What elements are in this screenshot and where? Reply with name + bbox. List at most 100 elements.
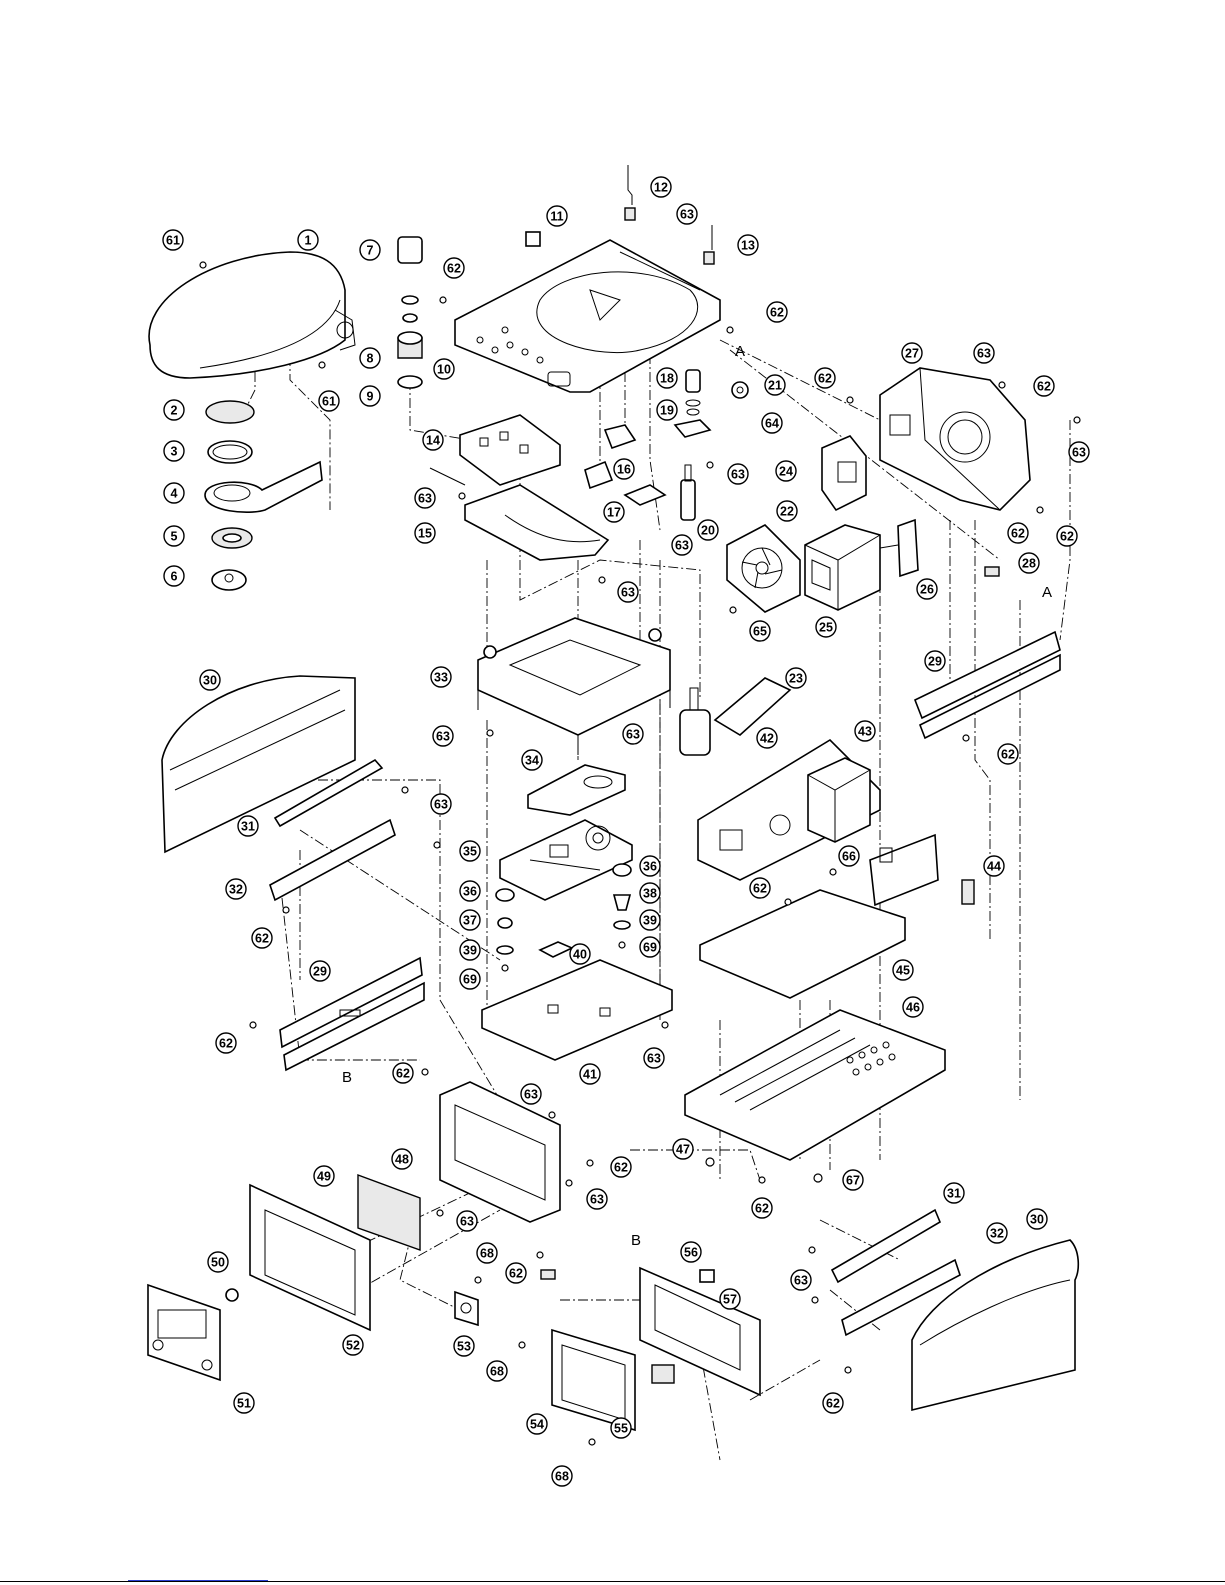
callout-number: 18 (660, 372, 674, 386)
callout-circle (459, 939, 481, 961)
top-panel-part-10 (454, 239, 721, 393)
callout-c4: 4 (163, 482, 185, 504)
callout-c69a: 69 (459, 968, 481, 990)
callout-circle (822, 1392, 844, 1414)
callout-c63l: 63 (520, 1083, 542, 1105)
callout-c46: 46 (902, 996, 924, 1018)
callout-c63f: 63 (671, 534, 693, 556)
callout-c19: 19 (656, 399, 678, 421)
callout-number: 38 (643, 887, 657, 901)
callout-number: 62 (1037, 380, 1051, 394)
clamp-part-34 (527, 764, 626, 816)
callout-c21: 21 (764, 374, 786, 396)
callout-number: 28 (1022, 557, 1036, 571)
callout-c9: 9 (359, 385, 381, 407)
callout-circle (1018, 552, 1040, 574)
callout-number: 62 (753, 882, 767, 896)
callout-circle (318, 390, 340, 412)
callout-c37: 37 (459, 909, 481, 931)
footer-link-underline (128, 1580, 268, 1581)
display-window-part-49 (357, 1173, 421, 1251)
page-bottom-rule (0, 1581, 1225, 1582)
callout-c11: 11 (546, 205, 568, 227)
callout-c23: 23 (785, 667, 807, 689)
callout-circle (676, 203, 698, 225)
callout-c62c: 62 (814, 367, 836, 389)
callout-circle (579, 1063, 601, 1085)
callout-number: 40 (573, 948, 587, 962)
callout-number: 68 (555, 1470, 569, 1484)
part-44 (961, 879, 975, 905)
callout-c63m: 63 (586, 1188, 608, 1210)
callout-circle (613, 458, 635, 480)
callout-circle (414, 487, 436, 509)
callout-circle (766, 301, 788, 323)
callout-c27: 27 (901, 342, 923, 364)
part-26 (879, 518, 919, 578)
callout-circle (1068, 441, 1090, 463)
callout-c42: 42 (756, 727, 778, 749)
callout-c63k: 63 (643, 1047, 665, 1069)
callout-c48: 48 (391, 1148, 413, 1170)
callout-c12: 12 (650, 176, 672, 198)
callout-number: 53 (457, 1340, 471, 1354)
callout-c62g: 62 (997, 743, 1019, 765)
callout-circle (761, 412, 783, 434)
callout-number: 32 (229, 883, 243, 897)
callout-c53: 53 (453, 1335, 475, 1357)
callout-c55: 55 (610, 1417, 632, 1439)
callout-c17: 17 (603, 501, 625, 523)
callout-c62n: 62 (505, 1262, 527, 1284)
callout-circle (586, 1188, 608, 1210)
callout-c51: 51 (233, 1392, 255, 1414)
callout-number: 61 (166, 234, 180, 248)
callout-c36: 36 (459, 880, 481, 902)
callout-c10: 10 (433, 358, 455, 380)
callout-circle (973, 342, 995, 364)
callout-c52: 52 (342, 1334, 364, 1356)
callout-number: 62 (614, 1161, 628, 1175)
callout-number: 61 (322, 395, 336, 409)
callout-circle (313, 1165, 335, 1187)
callout-c5: 5 (163, 525, 185, 547)
callout-number: 63 (434, 798, 448, 812)
vent-holes (846, 1041, 896, 1076)
callout-c45: 45 (892, 959, 914, 981)
callout-circle (680, 1241, 702, 1263)
callout-circle (639, 882, 661, 904)
cooling-fan-part-22 (726, 524, 801, 613)
callout-number: 24 (779, 465, 793, 479)
callout-number: 50 (211, 1256, 225, 1270)
callout-circle (225, 878, 247, 900)
callout-number: 39 (463, 944, 477, 958)
callout-c39b: 39 (639, 909, 661, 931)
callout-circle (309, 960, 331, 982)
callout-circle (456, 1210, 478, 1232)
callout-circle (359, 239, 381, 261)
callout-c62d: 62 (1033, 375, 1055, 397)
callout-number: 66 (842, 850, 856, 864)
callout-circle (432, 725, 454, 747)
callout-circle (790, 1269, 812, 1291)
callout-number: 49 (317, 1170, 331, 1184)
drive-mechanism-part-35 (499, 819, 633, 901)
callout-c63o: 63 (790, 1269, 812, 1291)
callout-c38: 38 (639, 882, 661, 904)
callout-number: 69 (643, 941, 657, 955)
callout-number: 21 (768, 379, 782, 393)
callout-number: 62 (447, 262, 461, 276)
callout-number: 15 (418, 527, 432, 541)
callout-number: 67 (846, 1174, 860, 1188)
callout-c30b: 30 (1026, 1208, 1048, 1230)
switch-board-part-14 (459, 414, 561, 486)
callout-circle (943, 1182, 965, 1204)
callout-circle (215, 1032, 237, 1054)
callout-circle (902, 996, 924, 1018)
callout-c61a: 61 (162, 229, 184, 251)
callout-c1: 1 (297, 229, 319, 251)
callout-c33: 33 (430, 666, 452, 688)
callout-number: 63 (794, 1274, 808, 1288)
callout-number: 62 (755, 1202, 769, 1216)
callout-c29b: 29 (309, 960, 331, 982)
board-part-15 (429, 467, 610, 561)
